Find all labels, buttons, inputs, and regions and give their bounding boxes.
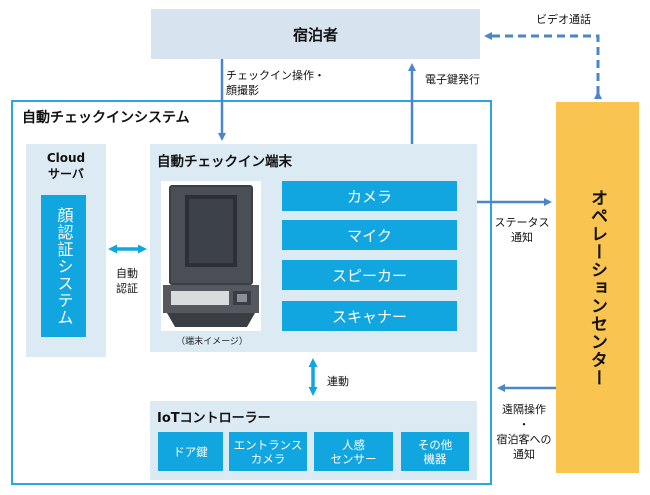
iot-device-door-lock-label: ドア鍵 bbox=[173, 444, 208, 459]
component-scanner-label: スキャナー bbox=[331, 307, 407, 326]
component-scanner: スキャナー bbox=[282, 301, 457, 331]
operations-center-box bbox=[556, 102, 639, 473]
label-video-call: ビデオ通話 bbox=[536, 13, 591, 26]
label-status-notify-line1: ステータス bbox=[494, 216, 550, 229]
label-auto-auth: 自動 認証 bbox=[113, 266, 141, 296]
checkin-terminal-title: 自動チェックイン端末 bbox=[157, 154, 292, 170]
kiosk-illustration bbox=[163, 185, 259, 327]
system-title: 自動チェックインシステム bbox=[22, 110, 190, 126]
terminal-image-caption: （端末イメージ） bbox=[176, 337, 248, 347]
label-remote-line1: 遠隔操作 bbox=[502, 403, 546, 416]
face-recognition-system-box: 顔認証システム bbox=[41, 195, 86, 337]
label-remote-operation: 遠隔操作 ・ 宿泊客への 通知 bbox=[492, 402, 556, 462]
label-link: 連動 bbox=[327, 375, 349, 388]
iot-device-motion-sensor-line1: 人感 bbox=[342, 437, 365, 452]
label-auto-auth-line1: 自動 bbox=[116, 267, 138, 280]
component-microphone-label: マイク bbox=[347, 226, 392, 245]
label-remote-line3: 宿泊客への bbox=[496, 433, 552, 446]
label-checkin-operation-line2: 顔撮影 bbox=[226, 84, 259, 97]
iot-device-entrance-camera-line1: エントランス bbox=[233, 437, 303, 452]
cloud-server-title: Cloud サーバ bbox=[26, 150, 106, 182]
label-status-notify-line2: 通知 bbox=[511, 231, 533, 244]
label-remote-line4: 通知 bbox=[513, 448, 535, 461]
label-remote-line2: ・ bbox=[518, 418, 530, 431]
iot-device-motion-sensor: 人感 センサー bbox=[314, 432, 393, 471]
label-e-key-issue: 電子鍵発行 bbox=[425, 73, 480, 86]
component-microphone: マイク bbox=[282, 220, 457, 250]
iot-device-other-line2: 機器 bbox=[423, 451, 447, 466]
label-checkin-operation: チェックイン操作・ 顔撮影 bbox=[226, 68, 325, 98]
arrow-video-call bbox=[484, 32, 602, 99]
component-speaker: スピーカー bbox=[282, 260, 457, 290]
iot-device-motion-sensor-line2: センサー bbox=[330, 451, 377, 466]
face-recognition-system-label: 顔認証システム bbox=[54, 206, 74, 326]
iot-controller-title: IoTコントローラー bbox=[157, 411, 271, 426]
iot-device-other-line1: その他 bbox=[417, 437, 453, 452]
label-status-notify: ステータス 通知 bbox=[492, 215, 552, 245]
component-camera: カメラ bbox=[282, 181, 457, 211]
operations-center-label: オペレーションセンター bbox=[587, 188, 607, 387]
component-camera-label: カメラ bbox=[346, 187, 392, 206]
label-auto-auth-line2: 認証 bbox=[116, 282, 138, 295]
guest-label: 宿泊者 bbox=[292, 25, 338, 44]
iot-device-entrance-camera: エントランス カメラ bbox=[229, 432, 307, 471]
iot-device-other: その他 機器 bbox=[401, 432, 469, 471]
cloud-title-line1: Cloud bbox=[46, 151, 86, 165]
terminal-image bbox=[161, 181, 261, 331]
iot-device-door-lock: ドア鍵 bbox=[158, 432, 223, 471]
guest-box: 宿泊者 bbox=[151, 9, 480, 59]
component-speaker-label: スピーカー bbox=[331, 266, 407, 285]
label-checkin-operation-line1: チェックイン操作・ bbox=[226, 69, 325, 82]
iot-device-entrance-camera-line2: カメラ bbox=[250, 451, 286, 466]
cloud-title-line2: サーバ bbox=[48, 167, 84, 181]
